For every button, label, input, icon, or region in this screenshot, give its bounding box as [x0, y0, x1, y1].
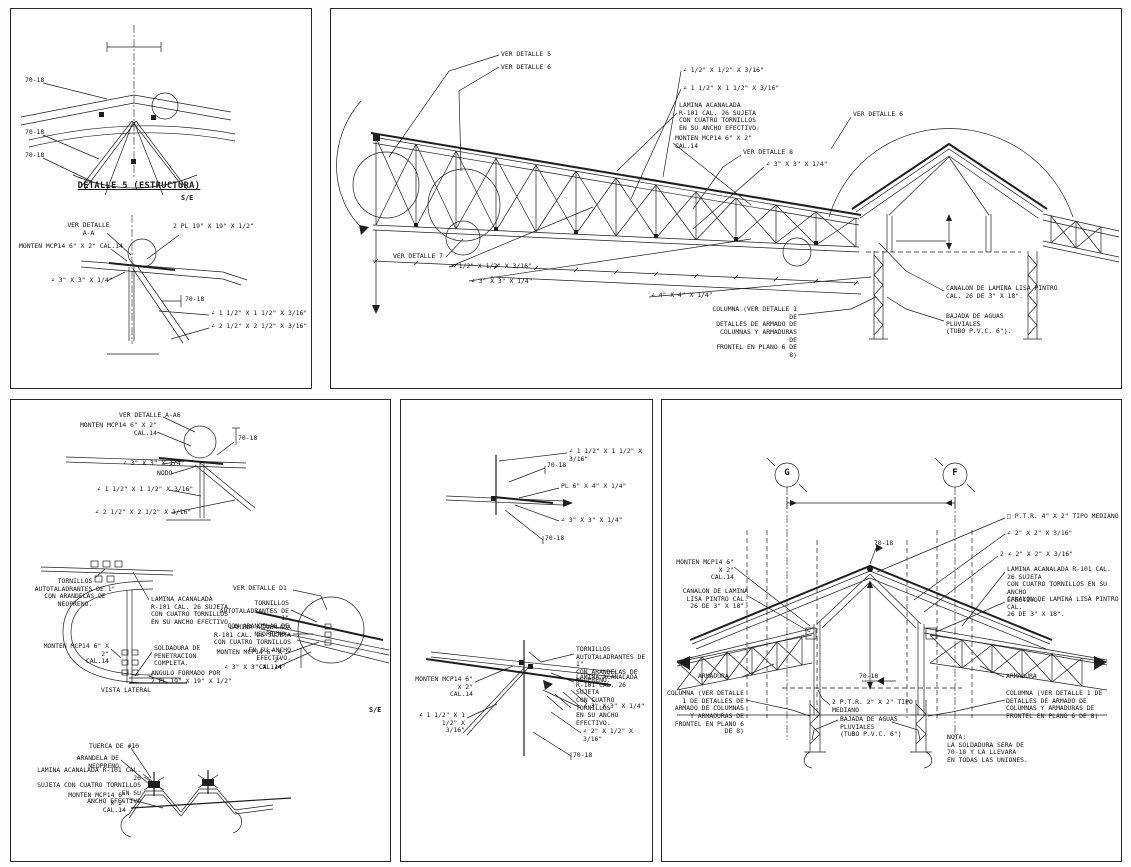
weld-callout: 70-18 — [25, 151, 45, 159]
tornillos-note: TORNILLOS AUTOTALADRANTES DE 1" CON ARAN… — [576, 645, 646, 684]
view-caption: VISTA LATERAL — [101, 686, 152, 694]
nodo-callout: NODO — [157, 469, 173, 477]
ver-detalle-callout: VER DETALLE 6 — [853, 110, 904, 118]
angle-callout: ∠ 3" X 3" X 1/4" — [766, 160, 828, 168]
bajada-note: BAJADA DE AGUAS PLUVIALES (TUBO P.V.C. 6… — [840, 715, 902, 739]
ver-detalle-callout: VER DETALLE 7 — [393, 252, 444, 260]
angulo-note: ANGULO FORMADO POR 2 PL 19" X 19" X 1/2" — [151, 669, 232, 685]
monten-callout: MONTEN MCP14 6" X 2" CAL.14 — [80, 421, 157, 437]
angle-callout: ∠ 2 1/2" X 2 1/2" X 3/16" — [211, 322, 308, 330]
angle-callout: ∠ 2" X 1/2" X 3/16" — [583, 727, 634, 743]
tuerca-callout: TUERCA DE #10 — [89, 742, 140, 750]
grid-bubble-g: G — [784, 468, 790, 478]
detalle5-linework — [20, 25, 248, 355]
ver-detalle-callout: VER DETALLE 5 — [501, 50, 552, 58]
weld-callout: 70-18 — [573, 751, 593, 759]
angle-callout: ∠ 2 1/2" X 2 1/2" X 3/16" — [95, 508, 192, 516]
columna-note: COLUMNA (VER DETALLE 1 DE DETALLES DE AR… — [667, 689, 744, 736]
tornillos-note: TORNILLOS AUTOTALADRANTES DE 1" CON ARAN… — [34, 577, 116, 609]
columna-note: COLUMNA (VER DETALLE 1 DE DETALLES DE AR… — [712, 305, 797, 360]
seccion-linework — [676, 457, 1108, 769]
ver-detalle-callout: VER DETALLE 8 — [743, 148, 794, 156]
detail-title: DETALLE 5 (ESTRUCTURA) — [77, 181, 201, 191]
angle-callout: ∠ 1/2" X 1/2" X 3/16" — [451, 262, 532, 270]
detail-scale: S/E — [369, 706, 382, 714]
ptr-callout: 2 P.T.R. 2" X 2" TIPO MEDIANO — [832, 698, 913, 714]
ver-detalle-callout: VER DETALLE A-A6 — [119, 411, 181, 419]
angle-callout: ∠ 1 1/2" X 1 1/2" X 3/16" — [569, 447, 643, 463]
angle-callout: ∠ 1 1/2" X 1 1/2" X 3/16" — [683, 84, 780, 92]
lamina-note: LAMINA ACANALADA R-101 CAL. 26 SUJETA CO… — [679, 101, 760, 133]
weld-callout: 70-18 — [545, 534, 565, 542]
weld-callout: 70-18 — [547, 461, 567, 469]
lamina-note: LAMINA ACANALADA R-101 CAL. 26 SUJETA CO… — [214, 623, 291, 662]
detalles-centro-linework — [425, 452, 617, 760]
grid-bubble-f: F — [952, 468, 958, 478]
weld-callout: 70-18 — [859, 672, 879, 680]
angle-callout: ∠ 3" X 3" X 1/4" — [123, 459, 185, 467]
canalon-note: CANALON DE LAMINA LISA PINTRO CAL. 26 DE… — [1007, 595, 1119, 619]
general-note: NOTA: LA SOLDADURA SERA DE 70-18 Y LA LL… — [947, 733, 1028, 765]
angle-callout: 2 ∠ 2" X 2" X 3/16" — [1000, 550, 1074, 558]
elevacion-linework — [336, 54, 1120, 340]
weld-callout: 70-18 — [238, 434, 258, 442]
weld-callout: 70-18 — [874, 539, 894, 547]
lamina-note: LAMINA ACANALADA R-101 CAL. 26 SUJETA CO… — [151, 595, 232, 627]
lamina-note: LAMINA ACANALADA R-101 CAL. 26 SUJETA CO… — [37, 766, 141, 805]
ver-detalle-callout: VER DETALLE 6 — [501, 63, 552, 71]
monten-callout: MONTEN MCP14 6" X 2" CAL.14 — [19, 242, 123, 250]
columna-note: COLUMNA (VER DETALLE 1 DE DETALLES DE AR… — [1006, 689, 1103, 721]
angle-callout: ∠ 4" X 4" X 1/4" — [651, 291, 713, 299]
plate-callout: 2 PL 19" X 19" X 1/2" — [173, 222, 254, 230]
panel-detalles-izquierda: VER DETALLE A-A6 MONTEN MCP14 6" X 2" CA… — [10, 399, 391, 862]
detail-scale: S/E — [181, 194, 194, 202]
panel-detalle-5: 70-18 70-18 70-18 DETALLE 5 (ESTRUCTURA)… — [10, 8, 312, 389]
angle-callout: ∠ 1 1/2" X 1 1/2" X 3/16" — [211, 309, 308, 317]
panel-detalles-centro: ∠ 1 1/2" X 1 1/2" X 3/16" 70-18 PL 6" X … — [400, 399, 653, 862]
monten-callout: MONTEN MCP14 6" X 2" CAL.14 — [43, 642, 109, 666]
monten-callout: MONTEN MCP14 6" X 2" CAL.14 — [68, 791, 126, 815]
canalon-note: CANALON DE LAMINA LISA PINTRO CAL. 26 DE… — [946, 284, 1058, 300]
armadura-callout: ARMADURA — [1006, 672, 1037, 680]
angle-callout: ∠ 3" X 3" X 1/4" — [583, 702, 645, 710]
monten-callout: MONTEN MCP14 6" X 2" CAL.14 — [216, 648, 282, 672]
angle-callout: ∠ 3" X 3" X 1/4" — [51, 276, 113, 284]
angle-callout: ∠ 3" X 3" X 1/4" — [561, 516, 623, 524]
weld-callout: 70-18 — [185, 295, 205, 303]
angle-callout: ∠ 3" X 3" X 1/4" — [224, 663, 286, 671]
soldadura-note: SOLDADURA DE PENETRACION COMPLETA. — [154, 644, 201, 668]
tornillos-note: TORNILLOS AUTOTALADRANTES DE 1" CON ARAN… — [219, 599, 289, 638]
lamina-note: LAMINA ACANALADA R-101 CAL. 26 SUJETA CO… — [576, 673, 638, 728]
angle-callout: ∠ 2" X 2" X 3/16" — [1007, 529, 1073, 537]
monten-callout: MONTEN MCP14 6" X 2" CAL.14 — [675, 134, 752, 150]
angle-callout: ∠ 3" X 3" X 1/4" — [471, 277, 533, 285]
ver-detalle-callout: VER DETALLE A-A — [67, 221, 110, 237]
detalles-izquierda-linework — [40, 416, 390, 838]
canalon-note: CANALON DE LAMINA LISA PINTRO CAL. 26 DE… — [682, 587, 748, 611]
arandela-callout: ARANDELA DE NEOPRENO — [76, 754, 119, 770]
ver-detalle-callout: VER DETALLE D1 — [233, 584, 287, 592]
armadura-callout: ARMADURA — [698, 672, 729, 680]
plate-callout: PL 6" X 4" X 1/4" — [561, 482, 627, 490]
panel-elevacion-armadura: VER DETALLE 5 VER DETALLE 6 ∠ 1/2" X 1/2… — [330, 8, 1122, 389]
monten-callout: MONTEN MCP14 6" X 2" CAL.14 — [676, 558, 734, 582]
angle-callout: ∠ 1 1/2" X 1 1/2" X 3/16" — [418, 711, 465, 735]
angle-callout: ∠ 1/2" X 1/2" X 3/16" — [683, 66, 764, 74]
bajada-note: BAJADA DE AGUAS PLUVIALES (TUBO P.V.C. 6… — [946, 312, 1012, 336]
monten-callout: MONTEN MCP14 6" X 2" CAL.14 — [415, 675, 473, 699]
weld-callout: 70-18 — [25, 76, 45, 84]
panel-seccion-gf: G F □ P.T.R. 4" X 2" TIPO MEDIANO ∠ 2" X… — [661, 399, 1122, 862]
lamina-note: LAMINA ACANALADA R-101 CAL. 26 SUJETA CO… — [1007, 565, 1111, 604]
ptr-callout: □ P.T.R. 4" X 2" TIPO MEDIANO — [1007, 512, 1119, 520]
weld-callout: 70-18 — [25, 128, 45, 136]
angle-callout: ∠ 1 1/2" X 1 1/2" X 3/16" — [97, 485, 194, 493]
